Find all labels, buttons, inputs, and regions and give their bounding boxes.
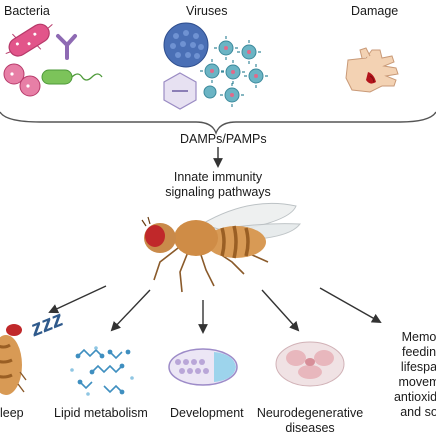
pathway-label-line1: Innate immunity xyxy=(173,170,263,184)
development-label: Development xyxy=(170,406,244,420)
neuro-label-line1: Neurodegenerative xyxy=(256,406,364,420)
sleep-label: leep xyxy=(0,406,24,420)
damage-label: Damage xyxy=(351,4,399,18)
sleeping-fly-illustration xyxy=(0,324,27,395)
embryo-illustration xyxy=(168,348,238,386)
bacteria-illustration xyxy=(3,23,103,97)
pathway-label-line2: signaling pathways xyxy=(165,185,271,199)
arrow-to-lipid xyxy=(110,289,151,332)
damps-pamps-label: DAMPs/PAMPs xyxy=(180,132,267,146)
neurodegenerative-label: Neurodegenerative diseases xyxy=(256,406,364,436)
fly-illustration xyxy=(141,202,301,293)
arrow-to-neuro xyxy=(261,289,300,332)
damage-hand-illustration xyxy=(345,47,399,93)
viruses-label: Viruses xyxy=(186,4,228,18)
other-line-2: feedin xyxy=(401,345,436,359)
bracket-line xyxy=(0,111,436,136)
arrow-to-other xyxy=(319,287,382,323)
brain-illustration xyxy=(275,341,345,387)
bacteria-label: Bacteria xyxy=(4,4,50,18)
viruses-illustration xyxy=(163,22,268,110)
lipid-molecules-illustration xyxy=(70,346,134,396)
other-line-6: and so xyxy=(400,405,436,419)
pathway-label: Innate immunity signaling pathways xyxy=(150,170,286,200)
other-line-3: lifespa xyxy=(400,360,436,374)
arrow-to-sleep xyxy=(48,285,107,314)
neuro-label-line2: diseases xyxy=(285,421,335,435)
other-line-4: movem xyxy=(398,375,436,389)
other-line-1: Memo xyxy=(401,330,436,344)
outcome-arrows xyxy=(48,285,382,334)
lipid-metabolism-label: Lipid metabolism xyxy=(54,406,148,420)
